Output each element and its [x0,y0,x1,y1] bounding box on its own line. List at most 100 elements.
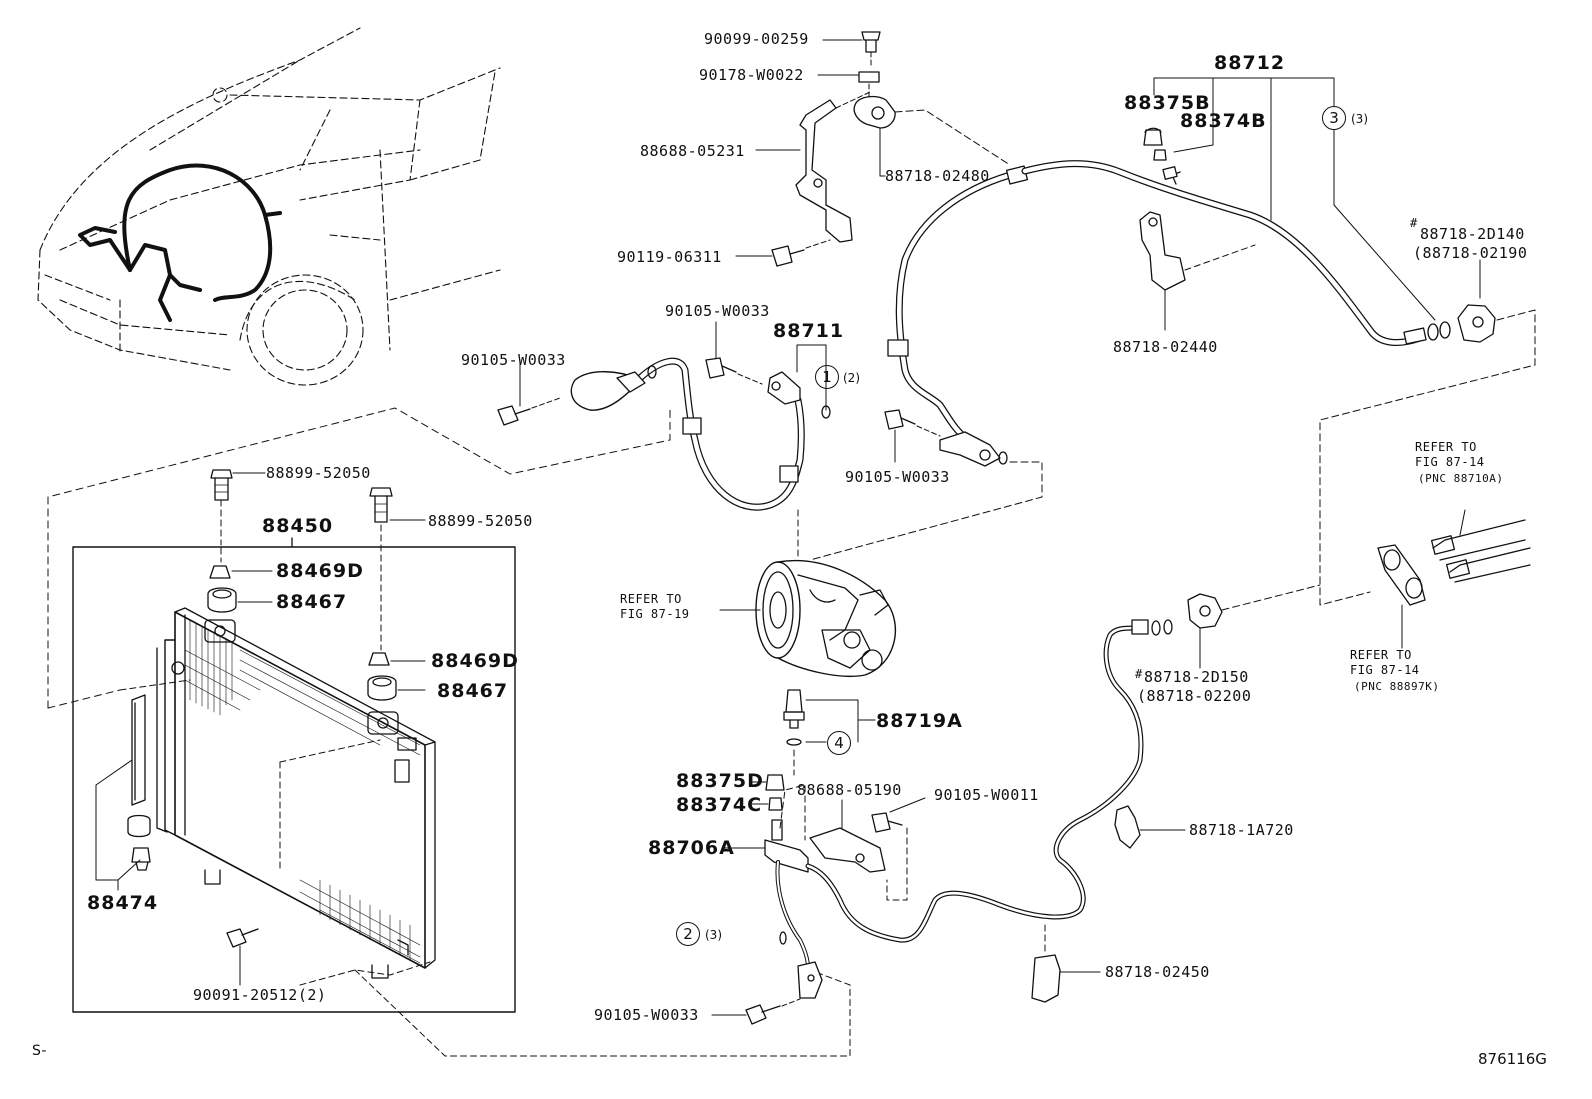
leader [1320,310,1535,605]
compressor-drawing [720,561,895,677]
core-88374b [1154,150,1166,160]
leader [355,970,850,1056]
bolt-90091-20512 [227,929,258,985]
clamp-88718-02480 [854,97,895,176]
part-label-88899-52050-right[interactable]: 88899-52050 [428,512,533,530]
condenser-kit-box [73,547,515,1012]
leader [280,740,380,762]
part-label-88467-left[interactable]: 88467 [276,591,348,613]
condenser-drawing [157,608,435,978]
bolt-88899-52050-right [370,488,425,650]
leader [300,962,430,985]
refer-note-a-line1[interactable]: REFER TO [1415,440,1477,454]
bolt-90105-w0033-left [498,360,560,425]
part-label-88375b[interactable]: 88375B [1124,92,1211,114]
leader [48,690,120,708]
cushion-88469d-right [369,653,425,665]
bracket-88688-05231 [756,92,870,242]
discharge-hose-88711 [571,345,830,507]
part-label-90099-00259[interactable]: 90099-00259 [704,30,809,48]
callout-3[interactable]: 3 [1322,106,1346,130]
part-label-90105-w0033-mid[interactable]: 90105-W0033 [665,302,770,320]
bolt-90105-w0011 [872,798,925,900]
part-label-88375d[interactable]: 88375D [676,770,764,792]
refer-note-b-line2[interactable]: FIG 87-14 [1350,663,1420,677]
part-label-88688-05231[interactable]: 88688-05231 [640,142,745,160]
bolt-90099-00259 [823,32,880,66]
part-label-88718-1a720[interactable]: 88718-1A720 [1189,821,1294,839]
part-label-88718-02200[interactable]: (88718-02200 [1137,687,1252,705]
callout-4[interactable]: 4 [827,731,851,755]
cushion-88467-left [208,588,272,612]
part-label-90105-w0011[interactable]: 90105-W0011 [934,786,1039,804]
vehicle-outline-illustration [38,28,500,385]
pipe-88710a [1432,510,1530,582]
vehicle-ac-route [80,166,280,320]
leader [96,760,132,880]
clip-drawing [132,848,150,870]
part-label-88467-right[interactable]: 88467 [437,680,509,702]
bolt-90105-w0033-bottom [712,999,800,1024]
part-label-90091-20512[interactable]: 90091-20512(2) [193,986,327,1004]
clamp-88718-1a720 [1115,806,1185,848]
pressure-switch-88719a [784,690,875,745]
part-label-90105-w0033-bottom[interactable]: 90105-W0033 [594,1006,699,1024]
condenser-seal-strip [132,695,145,805]
condenser-group-outline [48,407,670,708]
part-label-88706a[interactable]: 88706A [648,837,735,859]
part-label-88718-02480[interactable]: 88718-02480 [885,167,990,185]
part-label-88718-2d140[interactable]: 88718-2D140 [1420,225,1525,243]
part-label-88474[interactable]: 88474 [87,892,159,914]
clamp-88718-02440 [1140,212,1255,330]
part-label-88712[interactable]: 88712 [1214,52,1286,74]
cushion-88467-right [368,676,425,700]
part-label-88899-52050-left[interactable]: 88899-52050 [266,464,371,482]
part-label-90105-w0033-right[interactable]: 90105-W0033 [845,468,950,486]
grommet-drawing [128,816,150,837]
leader [1154,78,1435,320]
refer-note-87-19-line1[interactable]: REFER TO [620,592,682,606]
leader [120,680,190,690]
part-label-90105-w0033-left[interactable]: 90105-W0033 [461,351,566,369]
part-label-88374c[interactable]: 88374C [676,794,763,816]
bolt-90105-w0033-right [885,410,940,462]
part-label-88718-02440[interactable]: 88718-02440 [1113,338,1218,356]
leader [118,860,140,890]
refer-note-b-line3[interactable]: (PNC 88897K) [1354,680,1440,693]
part-label-88450[interactable]: 88450 [262,515,334,537]
leader [895,110,1010,165]
refer-note-b-line1[interactable]: REFER TO [1350,648,1412,662]
callout-2[interactable]: 2 [676,922,700,946]
part-label-90178-w0022[interactable]: 90178-W0022 [699,66,804,84]
part-label-90119-06311[interactable]: 90119-06311 [617,248,722,266]
part-label-88711[interactable]: 88711 [773,320,845,342]
refer-note-87-19-line2[interactable]: FIG 87-19 [620,607,690,621]
refer-note-a-line2[interactable]: FIG 87-14 [1415,455,1485,469]
clamp-88718-02450 [1032,925,1100,1002]
hash-mark-b: # [1135,667,1143,681]
part-label-88469d-left[interactable]: 88469D [276,560,364,582]
part-label-88469d-right[interactable]: 88469D [431,650,519,672]
callout-1[interactable]: 1 [815,365,839,389]
hash-mark-a: # [1410,216,1418,230]
leader [810,462,1042,560]
part-label-88718-02190[interactable]: (88718-02190 [1413,244,1528,262]
bolt-90119-06311 [736,240,830,266]
part-label-88374b[interactable]: 88374B [1180,110,1267,132]
core-88374c [752,798,782,810]
nut-90178-w0022 [818,72,879,98]
refer-note-a-line3[interactable]: (PNC 88710A) [1418,472,1504,485]
part-label-88718-02450[interactable]: 88718-02450 [1105,963,1210,981]
bracket-88688-05190 [810,800,885,872]
part-label-88719a[interactable]: 88719A [876,710,963,732]
leader [780,785,805,840]
bolt-88899-52050-left [211,470,265,545]
part-label-88718-2d150[interactable]: 88718-2D150 [1144,668,1249,686]
orings-and-fitting [1428,260,1495,342]
corner-mark: S- [32,1043,47,1059]
cushion-88469d-left [210,566,272,578]
part-label-88688-05190[interactable]: 88688-05190 [797,781,902,799]
suction-hose-88712 [888,164,1426,466]
bolt-90105-w0033-mid [706,322,762,384]
